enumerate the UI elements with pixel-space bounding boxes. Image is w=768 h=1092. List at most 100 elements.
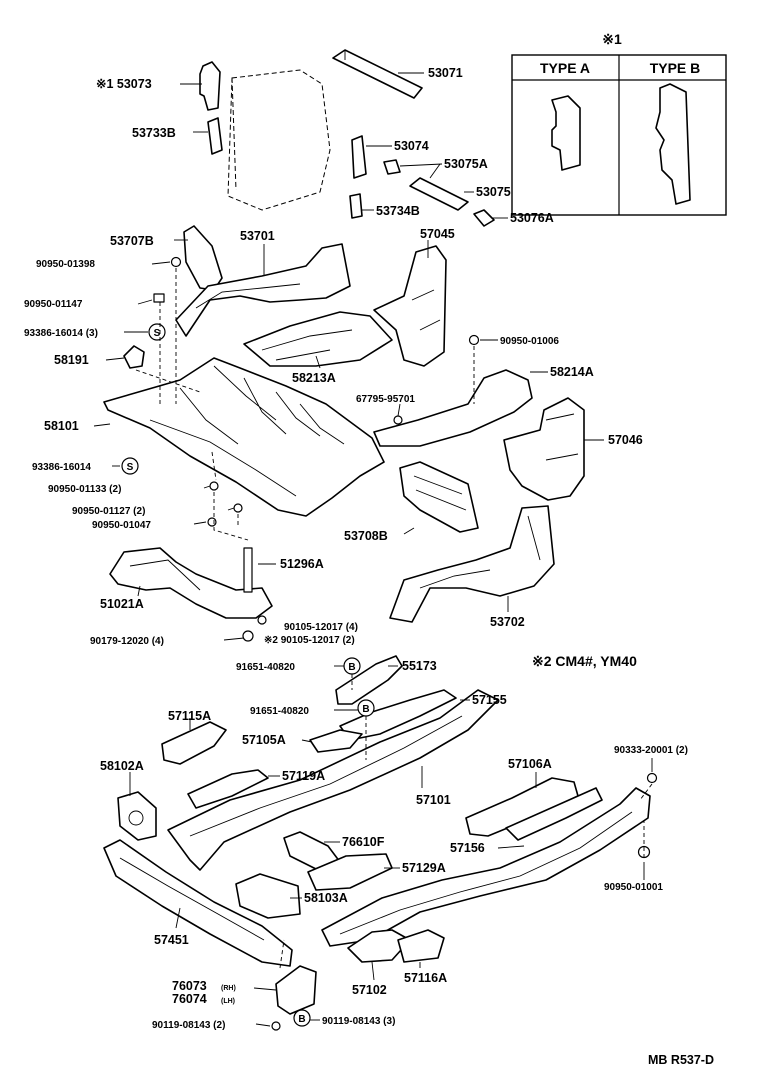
part-57116a-shape [397,929,445,963]
label-90105-12017-2: ※2 90105-12017 (2) [264,635,355,646]
legend-title: ※1 [602,31,622,47]
label-57115a: 57115A [168,709,211,723]
label-57102: 57102 [352,983,387,997]
part-58101-shape [103,357,385,517]
part-57119a-shape [187,769,269,809]
b-marker-1: B [348,662,355,673]
s-marker-1: S [154,328,161,339]
label-90950-01147: 90950-01147 [24,299,83,310]
label-53734b: 53734B [376,204,420,218]
type-legend: ※1 TYPE A TYPE B [511,31,727,216]
label-90119-08143-2: 90119-08143 (2) [152,1020,225,1031]
part-labels: ※1 53073 53733B 53071 53074 53075A 53075… [24,66,714,1067]
label-90950-01398: 90950-01398 [36,259,95,270]
part-58102a-shape [117,791,157,841]
part-53734b-shape [349,193,363,219]
part-55173-shape [335,655,403,705]
part-57046-shape [503,397,585,501]
part-57105a-shape [309,729,363,753]
type-b-bracket-shape [655,83,691,205]
label-57046: 57046 [608,433,643,447]
part-53073-shape [199,61,221,111]
dashed-guides [135,268,653,969]
label-57119a: 57119A [282,769,325,783]
part-53733b-shape [207,117,223,155]
part-53076a-shape [473,209,495,227]
label-53702: 53702 [490,615,525,629]
label-90950-01127: 90950-01127 (2) [72,506,145,517]
label-90950-01133: 90950-01133 (2) [48,484,121,495]
label-57129a: 57129A [402,861,446,875]
label-53071: 53071 [428,66,463,80]
label-53733b: 53733B [132,126,176,140]
part-58214a-shape [373,369,533,447]
top-group-parts [199,49,495,227]
footer-code: MB R537-D [648,1053,714,1067]
part-53702-shape [389,505,555,623]
legend-type-b: TYPE B [650,60,701,76]
s-marker-2: S [127,462,134,473]
label-53074: 53074 [394,139,429,153]
part-57045-shape [373,245,447,367]
label-53073: ※1 53073 [96,77,152,91]
label-57451: 57451 [154,933,189,947]
label-58102a: 58102A [100,759,144,773]
part-57101-shape [167,689,499,871]
label-53707b: 53707B [110,234,154,248]
frame-group [103,655,651,1015]
label-57045: 57045 [420,227,455,241]
label-58213a: 58213A [292,371,336,385]
label-53708b: 53708B [344,529,388,543]
part-57155-shape [339,689,457,741]
label-53075: 53075 [476,185,511,199]
label-90950-01001: 90950-01001 [604,882,663,893]
label-76074: 76074 [172,992,207,1006]
label-76073: 76073 [172,979,207,993]
label-58101: 58101 [44,419,79,433]
label-55173: 55173 [402,659,437,673]
label-93386-16014-3: 93386-16014 (3) [24,328,98,339]
legend-type-a: TYPE A [540,60,590,76]
label-51021a: 51021A [100,597,144,611]
label-91651-40820-a: 91651-40820 [236,662,295,673]
part-53701-shape [175,243,351,337]
label-67795-95701: 67795-95701 [356,394,415,405]
label-57106a: 57106A [508,757,552,771]
part-76073-76074-shape [275,965,317,1015]
part-58213a-shape [243,311,393,367]
b-marker-3: B [298,1014,305,1025]
label-53076a: 53076A [510,211,554,225]
part-53707b-shape [183,225,223,291]
note-cm4-ym40: ※2 CM4#, YM40 [532,653,637,669]
label-57116a: 57116A [404,971,447,985]
label-58191: 58191 [54,353,89,367]
part-53074-shape [351,135,367,179]
label-53075a: 53075A [444,157,488,171]
label-90179-12020: 90179-12020 (4) [90,636,164,647]
part-57156-shape [505,787,603,841]
part-53075a-shape [383,159,401,175]
label-91651-40820-b: 91651-40820 [250,706,309,717]
label-90333-20001: 90333-20001 (2) [614,745,688,756]
label-53701: 53701 [240,229,275,243]
label-90950-01006: 90950-01006 [500,336,559,347]
type-a-bracket-shape [551,95,581,171]
label-76610f: 76610F [342,835,385,849]
b-marker-2: B [362,704,369,715]
part-53071-shape [332,49,423,99]
label-93386-16014: 93386-16014 [32,462,91,473]
label-51296a: 51296A [280,557,324,571]
cab-floor-group [103,225,585,623]
label-57101: 57101 [416,793,451,807]
part-58103a-shape [235,873,301,919]
part-53708b-shape [399,461,479,533]
leader-lines [93,72,653,1027]
label-90950-01047: 90950-01047 [92,520,151,531]
part-57115a-shape [161,721,227,765]
label-lh: (LH) [221,998,235,1005]
part-58191-shape [123,345,145,369]
label-57105a: 57105A [242,733,286,747]
part-51021a-shape [109,547,273,619]
part-57102-rail-shape [321,787,651,947]
